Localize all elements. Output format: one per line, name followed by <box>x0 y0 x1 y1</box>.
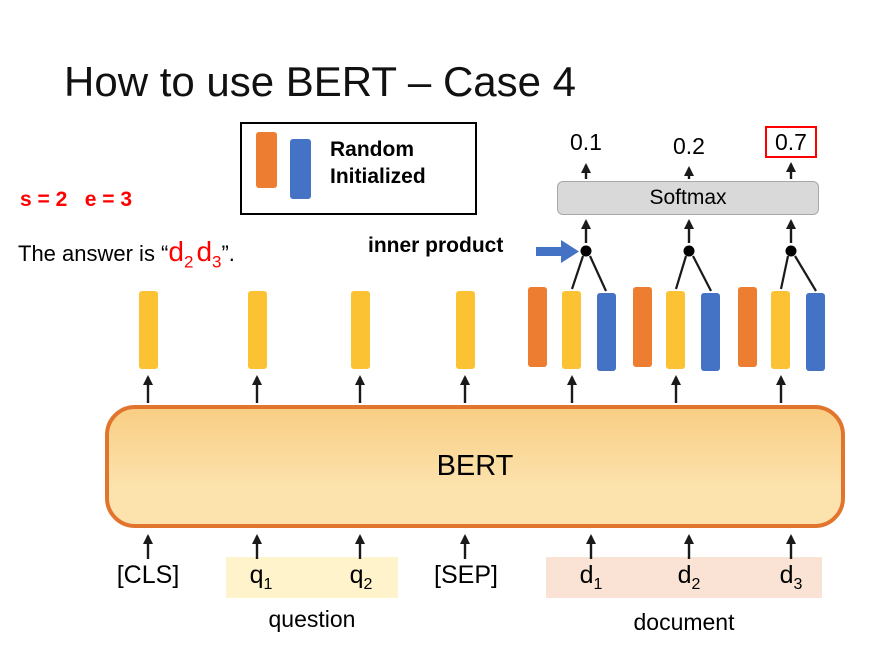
dot-d3 <box>785 245 797 257</box>
question-highlight <box>226 557 398 598</box>
slide-title: How to use BERT – Case 4 <box>64 58 577 105</box>
answer-suffix: ”. <box>221 241 235 266</box>
bert-box: BERT <box>105 405 845 528</box>
embedding-bar-sep <box>456 291 475 369</box>
bert-label: BERT <box>436 450 514 482</box>
answer-token-d2-base: d <box>168 236 184 267</box>
span-values-text: s = 2 e = 3 <box>20 188 133 211</box>
answer-token-d3-sub: 3 <box>212 252 222 272</box>
token-q1-text: q <box>249 561 264 589</box>
token-q2-sub: 2 <box>363 576 373 593</box>
softmax-label: Softmax <box>649 186 727 209</box>
dot-to-softmax-arrows <box>580 218 797 243</box>
token-cls: [CLS] <box>108 561 188 594</box>
token-q2-text: q <box>349 561 364 589</box>
legend-box: Random Initialized <box>240 122 477 215</box>
embedding-bar-cls <box>139 291 158 369</box>
random-vector-orange-d1 <box>528 287 547 367</box>
dot-d2 <box>683 245 695 257</box>
token-q2: q2 <box>341 561 381 594</box>
random-vector-orange-d2 <box>633 287 652 367</box>
answer-token-d3: d3 <box>196 236 221 272</box>
token-d1: d1 <box>571 561 611 594</box>
embedding-bar-d1 <box>562 291 581 369</box>
token-sep: [SEP] <box>426 561 506 594</box>
inner-product-lines <box>570 255 817 292</box>
token-d1-sub: 1 <box>593 576 603 593</box>
token-d2: d2 <box>669 561 709 594</box>
legend-blue-bar <box>290 139 311 199</box>
embedding-bar-q2 <box>351 291 370 369</box>
token-d2-sub: 2 <box>691 576 701 593</box>
document-group-label: document <box>633 609 735 635</box>
embedding-bar-d2 <box>666 291 685 369</box>
token-cls-text: [CLS] <box>116 561 180 589</box>
bert-to-embedding-arrows <box>142 374 787 403</box>
embedding-bar-q1 <box>248 291 267 369</box>
token-sep-text: [SEP] <box>434 561 498 589</box>
random-vector-blue-d3 <box>806 293 825 371</box>
dot-d1 <box>580 245 592 257</box>
token-d3-text: d <box>779 561 794 589</box>
softmax-output-3-highlighted: 0.7 <box>765 126 817 158</box>
random-vector-blue-d2 <box>701 293 720 371</box>
softmax-box: Softmax <box>557 181 819 215</box>
inner-product-label: inner product <box>368 234 504 257</box>
token-to-bert-arrows <box>142 533 797 559</box>
inner-product-dots <box>580 245 797 257</box>
question-group-label: question <box>268 606 356 632</box>
token-q1: q1 <box>241 561 281 594</box>
token-d1-text: d <box>579 561 594 589</box>
token-q1-sub: 1 <box>263 576 273 593</box>
softmax-to-output-arrows <box>580 161 797 179</box>
token-d2-text: d <box>677 561 692 589</box>
document-highlight <box>546 557 822 598</box>
legend-orange-bar <box>256 132 277 188</box>
softmax-output-1: 0.1 <box>570 129 602 155</box>
random-vector-blue-d1 <box>597 293 616 371</box>
inner-product-pointer-icon <box>536 240 579 263</box>
answer-token-d3-base: d <box>196 236 213 267</box>
token-d3-sub: 3 <box>793 576 803 593</box>
answer-token-d2-sub: 2 <box>183 252 194 272</box>
token-d3: d3 <box>771 561 811 594</box>
random-vector-orange-d3 <box>738 287 757 367</box>
softmax-output-2: 0.2 <box>673 133 705 159</box>
answer-prefix: The answer is “ <box>18 241 169 266</box>
legend-label: Random Initialized <box>330 138 426 188</box>
embedding-bar-d3 <box>771 291 790 369</box>
answer-token-d2: d2 <box>168 236 193 272</box>
